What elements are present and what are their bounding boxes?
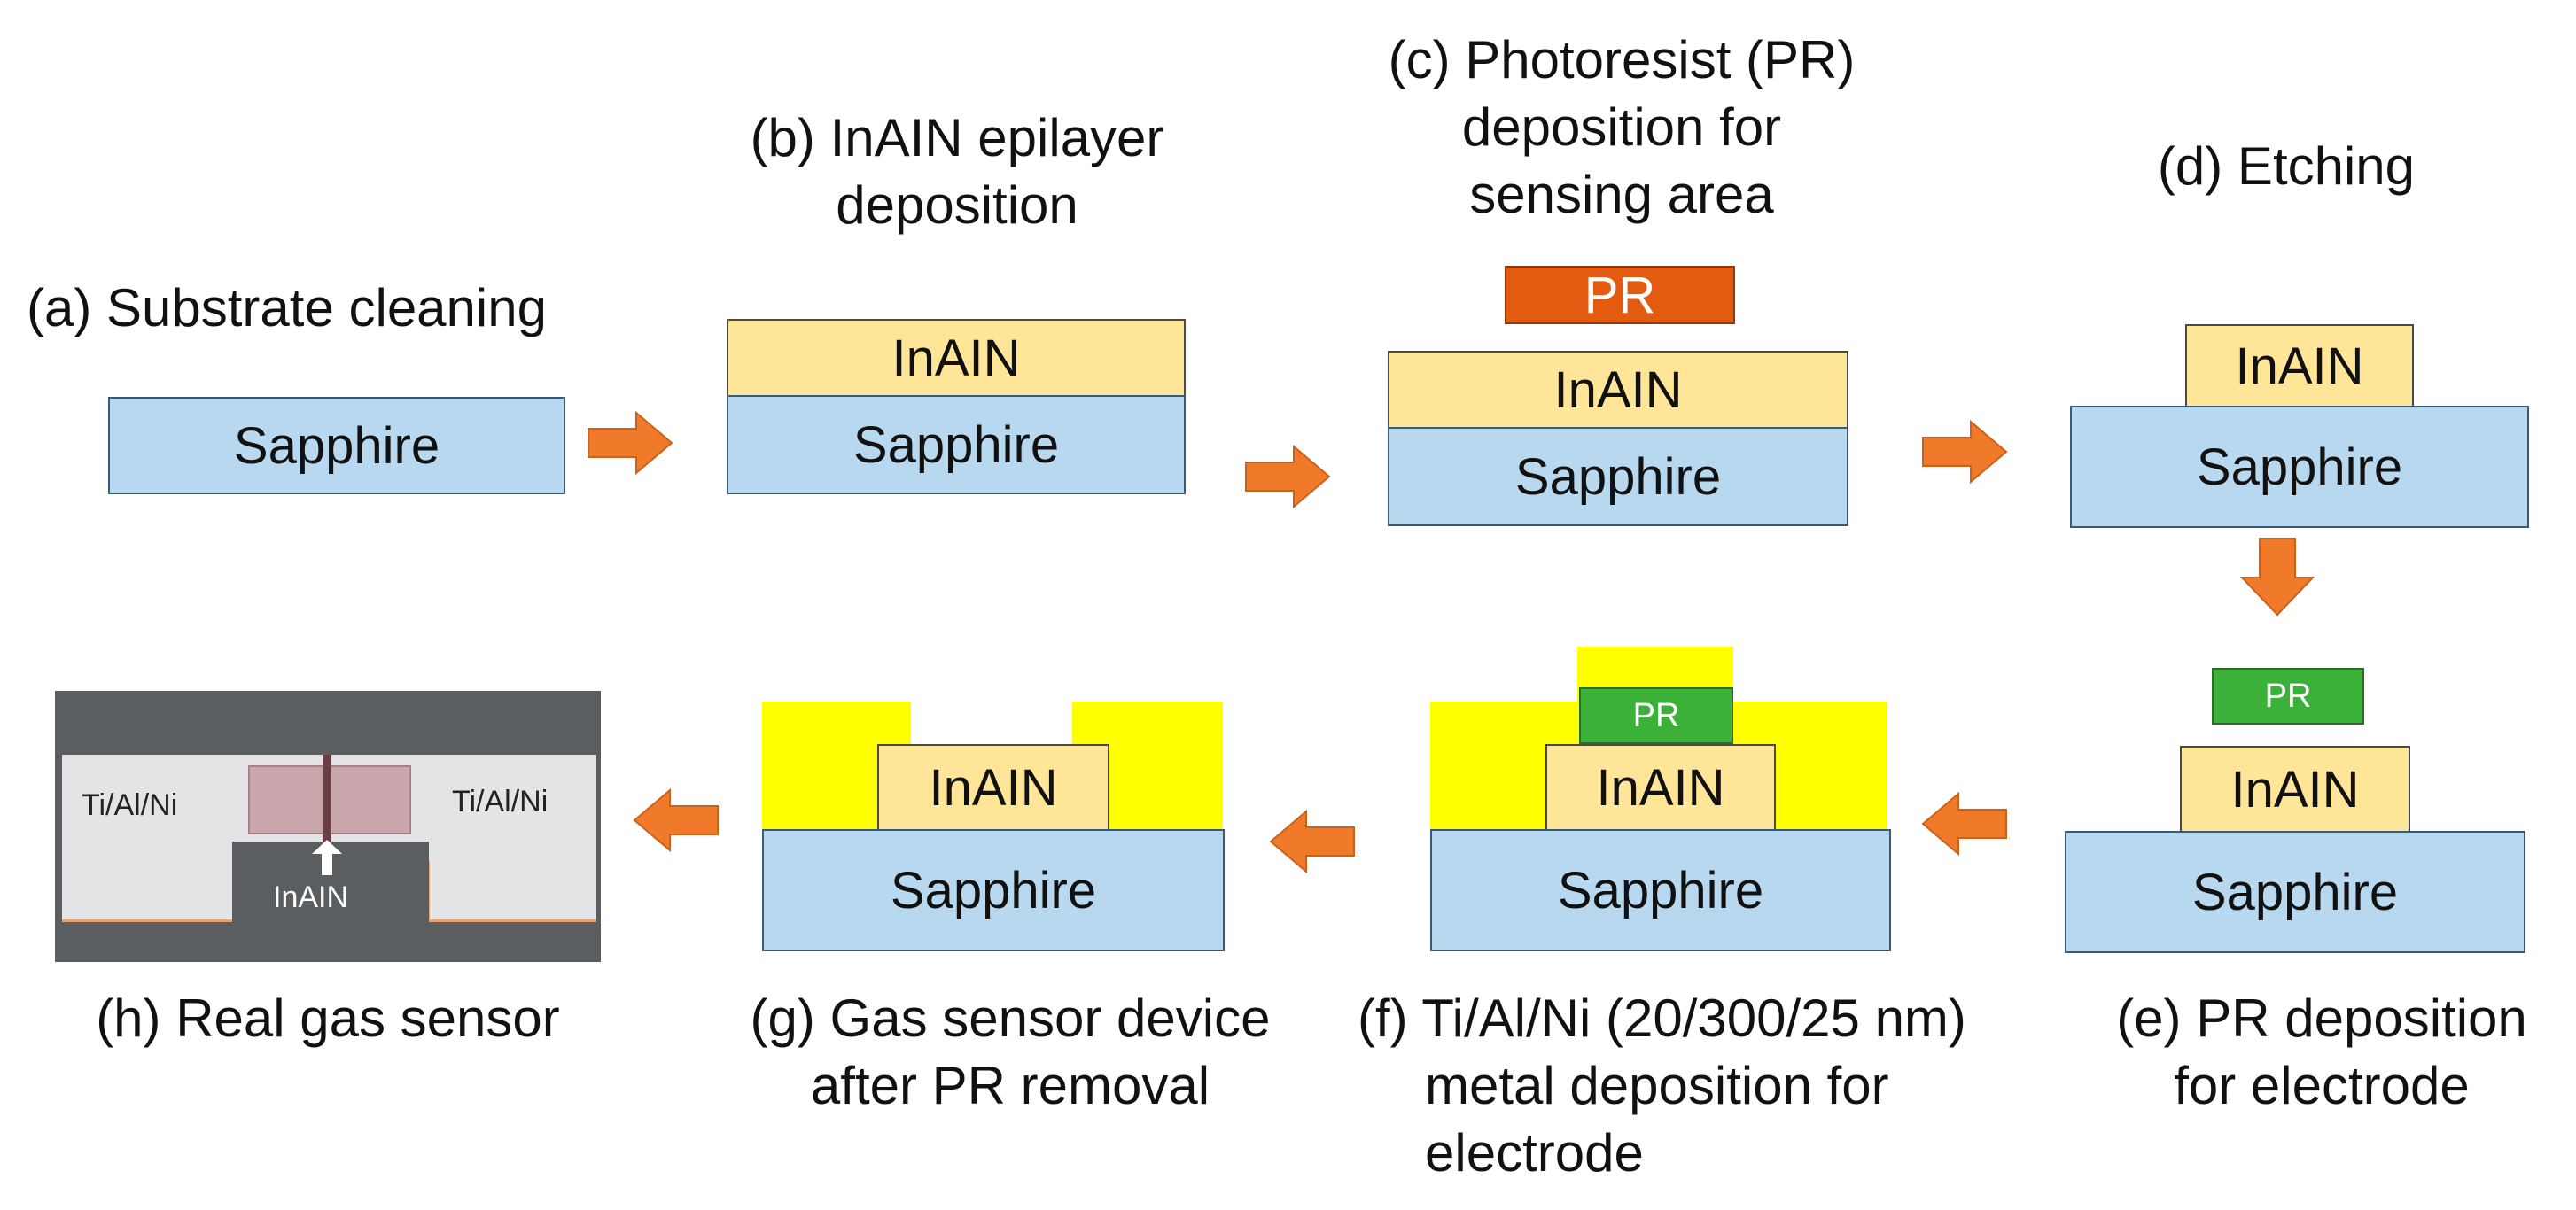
step-g-inaln: InAIN [877, 744, 1109, 831]
arrow-right-b-to-c-icon [1245, 445, 1331, 508]
white-up-arrow-icon [312, 840, 342, 875]
step-d-inaln: InAIN [2185, 324, 2414, 407]
arrow-left-e-to-f-icon [1921, 792, 2007, 856]
channel-label: InAIN [273, 880, 349, 914]
step-e-pr: PR [2212, 668, 2364, 725]
step-f-pr: PR [1579, 687, 1733, 744]
arrow-right-c-to-d-icon [1922, 420, 2008, 484]
step-c-pr: PR [1505, 266, 1735, 324]
caption-g: (g) Gas sensor device after PR removal [750, 989, 1271, 1115]
arrow-left-g-to-h-icon [633, 788, 719, 852]
left-pad-label: Ti/Al/Ni [82, 788, 178, 822]
step-g-sapphire: Sapphire [762, 829, 1225, 951]
arrow-right-a-to-b-icon [588, 411, 673, 475]
step-e-inaln: InAIN [2180, 746, 2410, 833]
caption-h: (h) Real gas sensor [96, 989, 560, 1048]
step-f-sapphire: Sapphire [1430, 829, 1891, 951]
arrow-left-f-to-g-icon [1269, 810, 1355, 873]
caption-d: (d) Etching [2157, 136, 2416, 196]
caption-f: (f) Ti/Al/Ni (20/300/25 nm) metal deposi… [1358, 989, 1966, 1183]
caption-e: (e) PR deposition for electrode [2116, 989, 2527, 1115]
caption-b: (b) InAIN epilayer deposition [750, 108, 1164, 235]
caption-a: (a) Substrate cleaning [27, 278, 547, 337]
step-c-sapphire: Sapphire [1388, 427, 1848, 526]
step-b-inaln: InAIN [727, 319, 1186, 397]
step-b-sapphire: Sapphire [727, 395, 1186, 494]
gas-sensor-photo: Ti/Al/Ni Ti/Al/Ni InAIN [55, 691, 601, 962]
right-pad-label: Ti/Al/Ni [452, 785, 549, 818]
step-a-sapphire: Sapphire [108, 397, 565, 494]
caption-c: (c) Photoresist (PR) deposition for sens… [1388, 30, 1856, 224]
step-d-sapphire: Sapphire [2070, 406, 2529, 528]
step-c-inaln: InAIN [1388, 351, 1848, 429]
arrow-down-d-to-e-icon [2240, 538, 2315, 617]
step-f-inaln: InAIN [1545, 744, 1776, 831]
step-e-sapphire: Sapphire [2065, 831, 2525, 953]
channel-line [323, 755, 331, 852]
